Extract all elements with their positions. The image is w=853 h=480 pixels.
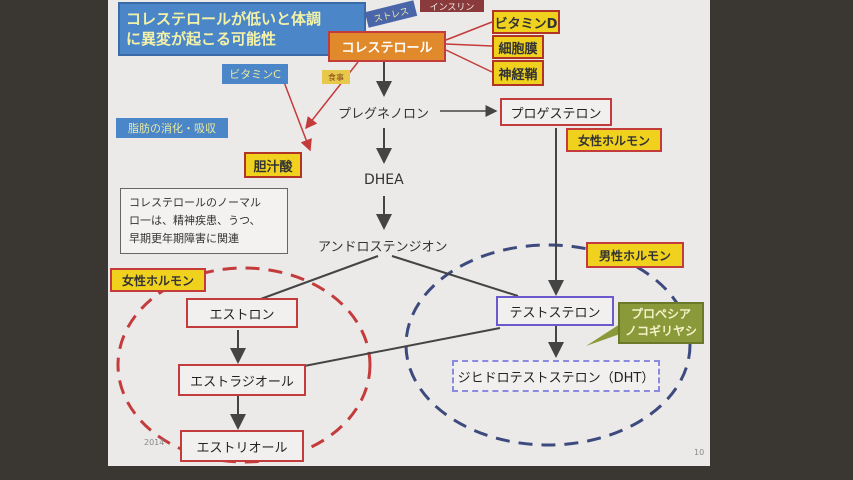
nerve-sheath-node: 神経鞘 [492,60,544,86]
pregnenolone-node: プレグネノロン [338,107,430,122]
footer-year: 2014 [144,438,165,447]
male-hormone-tag: 男性ホルモン [586,242,684,268]
note-line-1: コレステロールのノーマル [129,196,261,209]
androstenedione-node: アンドロステンジオン [318,240,448,255]
title-line-2: に異変が起こる可能性 [126,30,277,48]
dht-node: ジヒドロテストステロン（DHT） [452,360,660,392]
line-andro-estrone [257,255,379,301]
line-chol-nerve [445,49,493,73]
fat-digestion-label: 脂肪の消化・吸収 [116,118,228,138]
estradiol-node: エストラジオール [178,364,306,396]
female-hormone-tag-top: 女性ホルモン [566,128,662,152]
line-testosterone-estradiol [293,327,501,369]
connector-layer [116,21,692,464]
male-hormone-ellipse [404,243,692,447]
cholesterol-node: コレステロール [328,31,446,62]
bile-acid-node: 胆汁酸 [244,152,302,178]
note-line-2: ロ一は、精神疾患、うつ、 [129,214,261,227]
testosterone-node: テストステロン [496,296,614,326]
line-andro-testosterone [391,255,519,297]
vitamin-d-node: ビタミンD [492,10,560,34]
arrow-vitc-bile [283,81,312,152]
line-chol-vitd [445,21,493,41]
title-line-1: コレステロールが低いと体調 [126,10,322,28]
cell-membrane-node: 細胞膜 [492,35,544,59]
callout-line-1: プロペシア [630,307,691,321]
vitamin-c-label: ビタミンC [222,64,288,84]
dhea-node: DHEA [364,172,404,188]
title-box: コレステロールが低いと体調 に異変が起こる可能性 [118,2,366,56]
note-box: コレステロールのノーマル ロ一は、精神疾患、うつ、 早期更年期障害に関連 [120,188,288,254]
page-number: 10 [694,448,705,457]
line-chol-membrane [445,43,493,47]
estrone-node: エストロン [186,298,298,328]
female-hormone-ellipse [116,266,372,464]
insulin-label: インスリン [420,0,484,13]
note-line-3: 早期更年期障害に関連 [129,232,239,245]
slide: コレステロールが低いと体調 に異変が起こる可能性 ストレス インスリン コレステ… [108,0,710,466]
callout-line-2: ノコギリヤシ [624,324,697,338]
female-hormone-tag-left: 女性ホルモン [110,268,206,292]
progesterone-node: プロゲステロン [500,98,612,126]
propecia-callout: プロペシア ノコギリヤシ [618,302,704,344]
dietary-label: 食事 [322,70,350,84]
estriol-node: エストリオール [180,430,304,462]
